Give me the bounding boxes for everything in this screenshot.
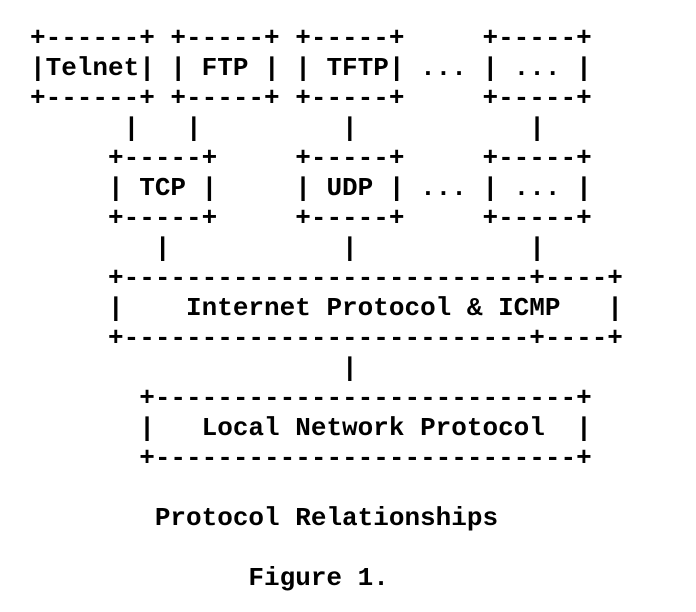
- ascii-protocol-stack-diagram: +------+ +-----+ +-----+ +-----+ |Telnet…: [30, 23, 623, 473]
- figure-caption-text: Protocol Relationships: [154, 503, 499, 533]
- figure-caption: Protocol Relationships: [0, 503, 696, 533]
- figure-number-text: Figure 1.: [248, 563, 389, 593]
- figure-number-label: Figure 1.: [0, 563, 696, 593]
